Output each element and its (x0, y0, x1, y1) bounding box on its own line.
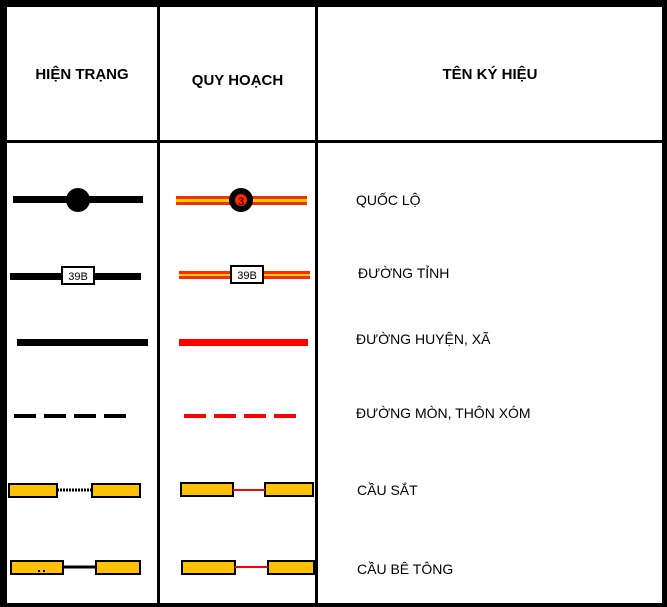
national-road-planned-symbol: 3 (176, 188, 307, 212)
header-name: TÊN KÝ HIỆU (442, 65, 538, 83)
row-name-district-road: ĐƯỜNG HUYỆN, XÃ (356, 331, 491, 347)
national-road-current-label: 3 (75, 194, 82, 208)
row-name-trail: ĐƯỜNG MÒN, THÔN XÓM (356, 405, 531, 421)
provincial-road-current-label: 39B (68, 271, 88, 283)
header-planned: QUY HOẠCH (191, 71, 284, 89)
row-name-national-road: QUỐC LỘ (356, 192, 421, 208)
column-divider-1 (157, 7, 160, 603)
iron-bridge-current-symbol (8, 483, 141, 498)
column-divider-2 (315, 7, 318, 603)
national-road-current-symbol: 3 (13, 188, 143, 212)
provincial-road-planned-symbol: 39B (179, 265, 310, 284)
row-name-concrete-bridge: CẦU BÊ TÔNG (357, 561, 454, 577)
concrete-bridge-planned-symbol (181, 560, 315, 575)
provincial-road-planned-label: 39B (237, 270, 257, 282)
concrete-bridge-current-symbol (10, 560, 141, 575)
district-road-planned-symbol (179, 339, 308, 346)
row-name-iron-bridge: CẦU SẮT (357, 482, 418, 498)
header-divider (7, 140, 662, 143)
district-road-current-symbol (17, 339, 148, 346)
header-current: HIỆN TRẠNG (35, 65, 129, 83)
row-name-provincial-road: ĐƯỜNG TỈNH (358, 265, 450, 281)
national-road-planned-label: 3 (238, 196, 244, 208)
provincial-road-current-symbol: 39B (10, 266, 141, 285)
iron-bridge-planned-symbol (180, 482, 314, 497)
